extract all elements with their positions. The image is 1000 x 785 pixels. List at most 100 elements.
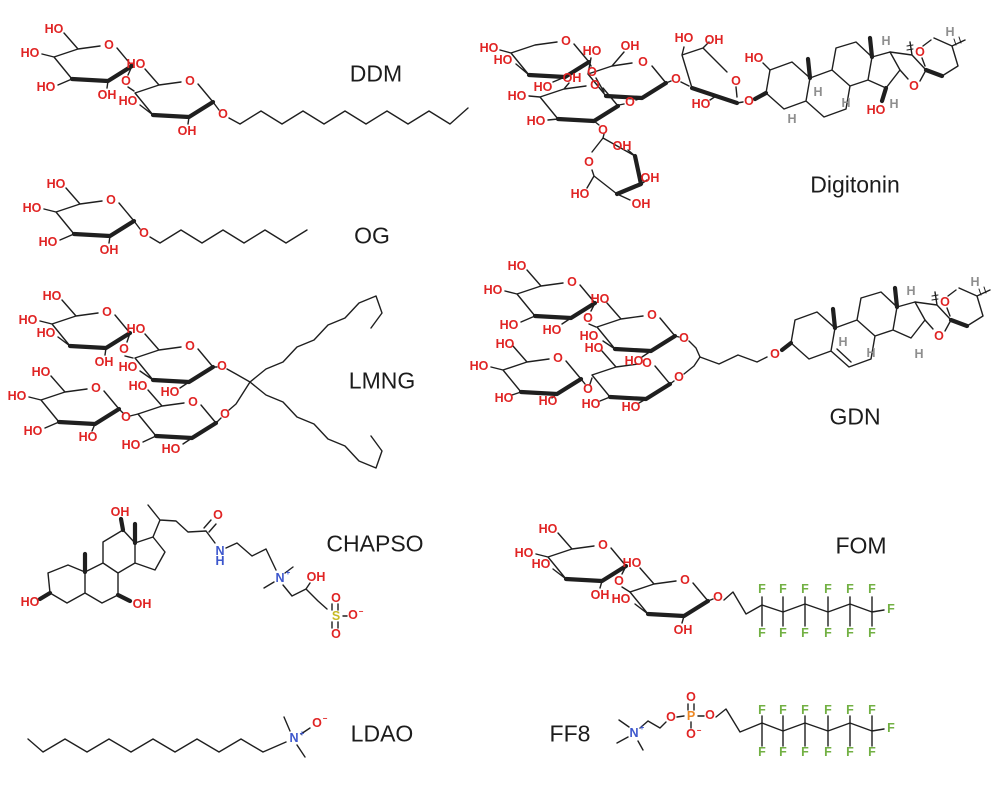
atom-label: HO — [583, 44, 602, 58]
bond-path — [118, 408, 139, 417]
atom-label: P — [687, 709, 695, 723]
atom-label: O — [567, 275, 577, 289]
bond-path — [41, 32, 133, 89]
bond-path — [149, 229, 308, 244]
bond-path — [263, 566, 294, 589]
molecule-structure-ldao: N+O− — [27, 714, 328, 758]
bond-path — [27, 738, 287, 753]
atom-label: HO — [539, 522, 558, 536]
atom-label: F — [846, 626, 854, 640]
bond-path — [683, 356, 701, 375]
bond-path — [676, 703, 705, 729]
bond-path — [752, 90, 769, 102]
atom-label: HO — [508, 89, 527, 103]
atom-label: HO — [675, 31, 694, 45]
atom-label: O — [638, 55, 648, 69]
atom-label: N — [629, 726, 638, 740]
bond-path — [689, 85, 740, 106]
molecule-label-ddm: DDM — [349, 60, 403, 87]
atom-label: − — [697, 726, 702, 735]
atom-label: HO — [470, 359, 489, 373]
atom-label: OH — [641, 171, 660, 185]
bond-path — [203, 519, 217, 533]
atom-label: HO — [39, 235, 58, 249]
molecule-label-fom: FOM — [835, 532, 887, 559]
bond-path — [134, 68, 220, 125]
atom-label: F — [779, 626, 787, 640]
bond-path — [612, 333, 678, 354]
bond-path — [591, 350, 675, 404]
atom-label: F — [868, 582, 876, 596]
atom-label: H — [866, 346, 875, 360]
atom-label: O — [770, 347, 780, 361]
atom-label: O — [590, 78, 600, 92]
atom-label: HO — [45, 22, 64, 36]
atom-label: O — [674, 370, 684, 384]
atom-label: HO — [571, 187, 590, 201]
bond-path — [331, 603, 348, 629]
atom-label: OH — [563, 71, 582, 85]
atom-label: HO — [23, 201, 42, 215]
atom-label: F — [801, 626, 809, 640]
atom-label: F — [887, 721, 895, 735]
bond-path — [588, 323, 597, 328]
atom-label: O — [744, 94, 754, 108]
atom-label: F — [758, 745, 766, 759]
atom-label: OH — [100, 243, 119, 257]
bond-path — [779, 340, 794, 353]
atom-label: HO — [582, 397, 601, 411]
bond-path — [805, 35, 945, 104]
atom-label: F — [801, 745, 809, 759]
atom-label: HO — [480, 41, 499, 55]
atom-label: HO — [127, 57, 146, 71]
atom-label: O — [583, 311, 593, 325]
atom-label: F — [801, 703, 809, 717]
atom-label: O — [102, 305, 112, 319]
bond-path — [931, 286, 987, 301]
bond-path — [906, 36, 962, 51]
atom-label: O — [213, 508, 223, 522]
atom-label: HO — [515, 546, 534, 560]
atom-label: O — [686, 727, 696, 741]
bond-path — [283, 716, 311, 758]
atom-label: O — [188, 395, 198, 409]
atom-label: F — [779, 582, 787, 596]
atom-label: H — [914, 347, 923, 361]
atom-label: F — [868, 703, 876, 717]
atom-label: HO — [484, 283, 503, 297]
bond-path — [43, 187, 141, 244]
bond-path — [645, 598, 711, 619]
atom-label: HO — [623, 556, 642, 570]
atom-label: O — [587, 65, 597, 79]
bond-path — [699, 354, 768, 365]
atom-label: HO — [119, 360, 138, 374]
atom-label: F — [758, 582, 766, 596]
atom-label: F — [868, 626, 876, 640]
bond-path — [761, 596, 885, 627]
bond-path — [490, 345, 586, 399]
bond-path — [282, 582, 328, 610]
bond-path — [134, 333, 214, 389]
atom-label: HO — [527, 114, 546, 128]
atom-label: O — [331, 627, 341, 641]
atom-label: H — [215, 554, 224, 568]
atom-label: HO — [19, 313, 38, 327]
bond-path — [555, 103, 621, 124]
atom-label: O — [679, 331, 689, 345]
atom-label: F — [846, 582, 854, 596]
atom-label: OH — [613, 139, 632, 153]
atom-label: H — [906, 284, 915, 298]
atom-label: O — [561, 34, 571, 48]
atom-label: HO — [692, 97, 711, 111]
atom-label: HO — [37, 80, 56, 94]
atom-label: F — [824, 745, 832, 759]
bond-path — [914, 287, 991, 332]
atom-label: − — [359, 607, 364, 616]
atom-label: O — [121, 410, 131, 424]
atom-label: F — [779, 703, 787, 717]
atom-label: O — [220, 407, 230, 421]
atom-label: O — [584, 155, 594, 169]
atom-label: O — [583, 382, 593, 396]
